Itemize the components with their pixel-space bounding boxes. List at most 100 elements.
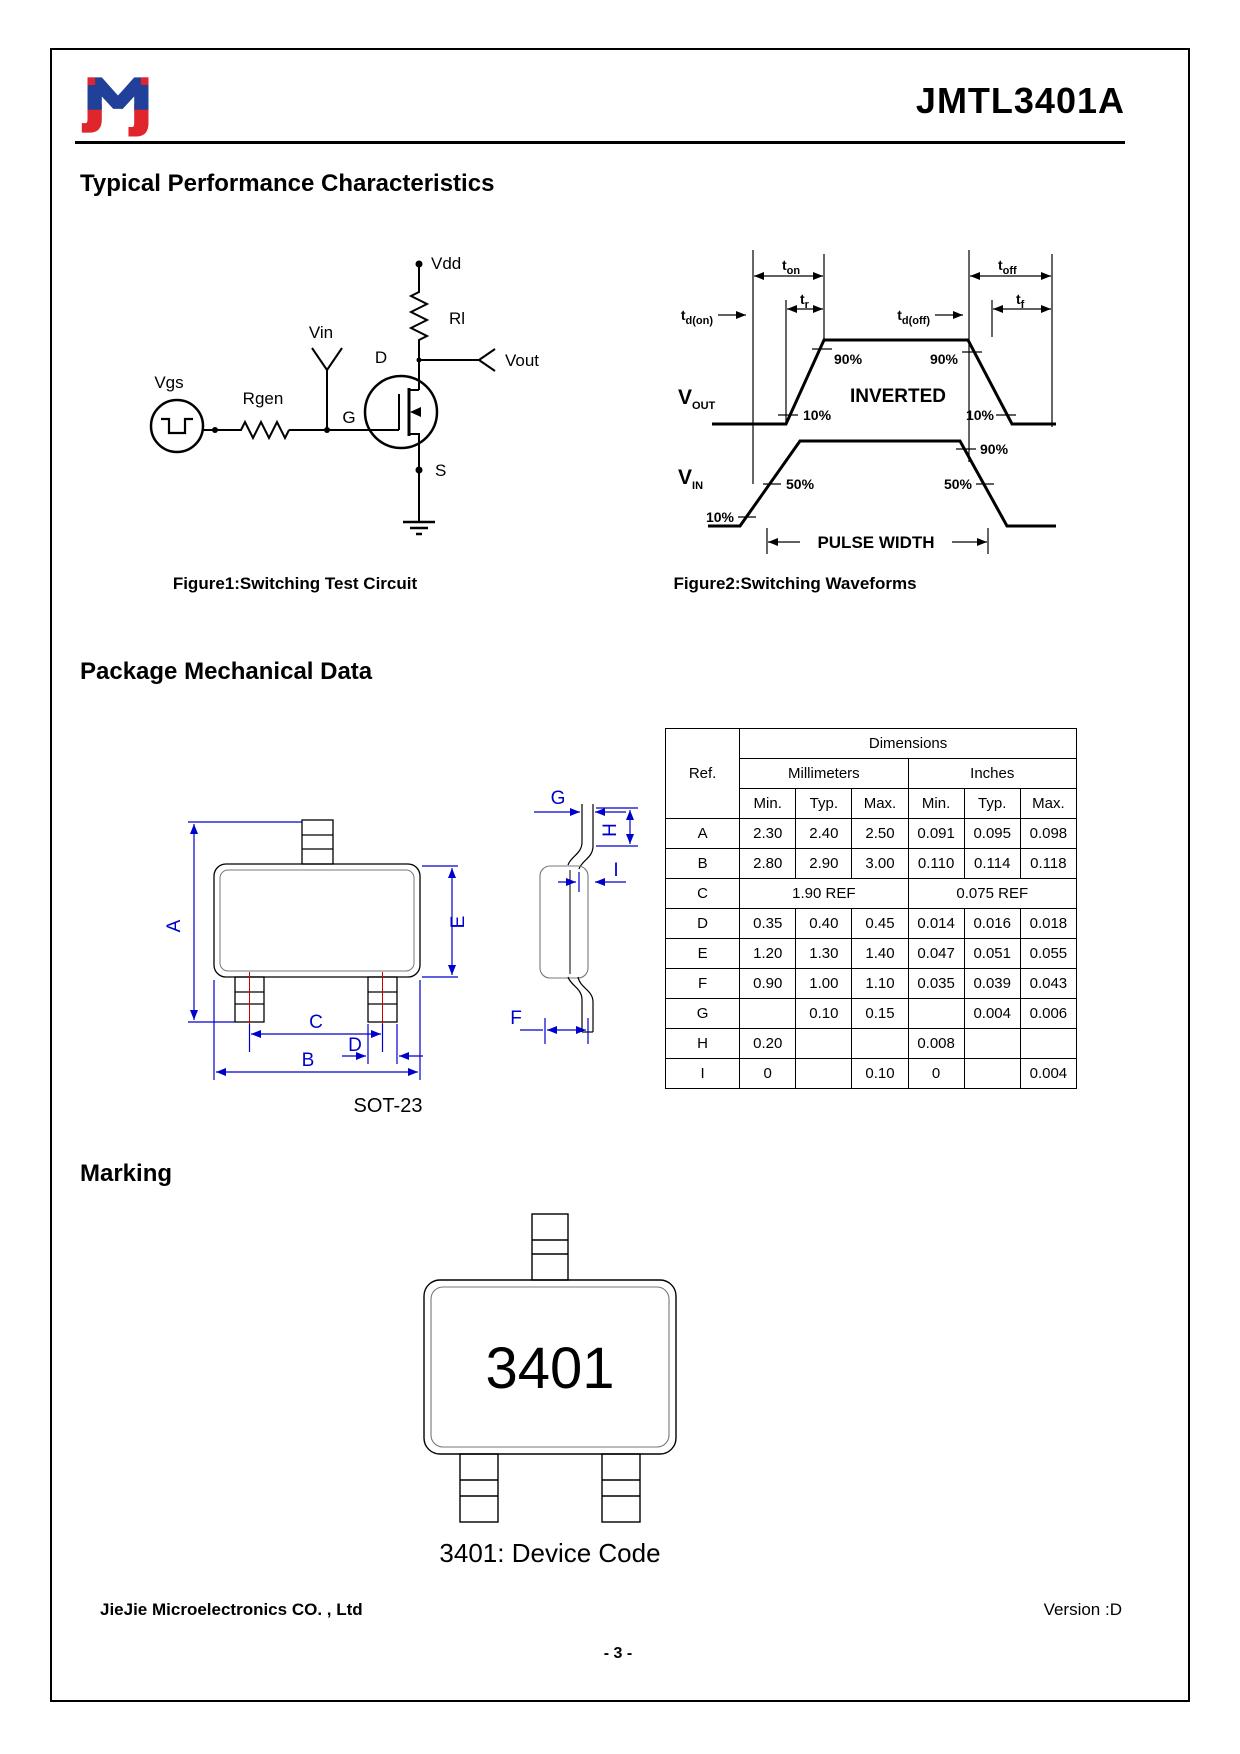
- dim-cell: 0.098: [1019, 818, 1078, 849]
- switching-test-circuit-figure: Vdd Rl Vout D G S Vin Vgs Rgen: [149, 254, 539, 536]
- dim-cell: 0.018: [1019, 908, 1078, 939]
- waveform-traces: [708, 338, 1056, 528]
- dim-cell: I: [664, 1058, 741, 1089]
- dim-cell: 0.004: [1019, 1058, 1078, 1089]
- logo-left-j: [81, 104, 102, 133]
- marking-caption: 3401: Device Code: [439, 1538, 661, 1568]
- dim-cell: 0.014: [907, 908, 965, 939]
- dim-cell: 0.047: [907, 938, 965, 969]
- dim-cell: 0.008: [907, 1028, 965, 1059]
- dim-cell: F: [664, 968, 741, 999]
- footer-version: Version :D: [1043, 1600, 1122, 1619]
- vgs-label: Vgs: [154, 373, 183, 392]
- circuit-wires: [149, 267, 496, 536]
- col-header: Min.: [739, 788, 797, 819]
- footer-company: JieJie Microelectronics CO. , Ltd: [100, 1600, 363, 1619]
- dim-cell: [739, 998, 797, 1029]
- page-title: JMTL3401A: [915, 80, 1125, 121]
- logo-right-j: [128, 104, 149, 137]
- section-package: Package Mechanical Data: [80, 658, 373, 685]
- ref-header-cell: Ref.: [664, 728, 741, 819]
- dim-cell: B: [664, 848, 741, 879]
- dim-cell: 0.114: [963, 848, 1021, 879]
- dim-cell: 0.10: [851, 1058, 909, 1089]
- col-header: Typ.: [963, 788, 1021, 819]
- footer-page-number: - 3 -: [603, 1645, 633, 1662]
- col-header: Max.: [1019, 788, 1078, 819]
- dim-cell: E: [664, 938, 741, 969]
- vout-90-fall: 90%: [930, 351, 959, 367]
- header-rule: [75, 141, 1125, 144]
- vout-trace: [712, 338, 1056, 426]
- dim-cell: 0.110: [907, 848, 965, 879]
- dim-cell: 1.90 REF: [739, 878, 909, 909]
- circuit-labels: Vdd Rl Vout D G S Vin Vgs Rgen: [154, 254, 539, 480]
- dim-cell: 0.15: [851, 998, 909, 1029]
- tr-label: tr: [800, 291, 810, 311]
- marking-drawing: 3401: [423, 1213, 677, 1523]
- dim-I-label: I: [613, 860, 618, 881]
- dim-cell: 0: [907, 1058, 965, 1089]
- side-view-dimensions: [520, 807, 638, 1044]
- dim-cell: 0.091: [907, 818, 965, 849]
- vout-10-rise: 10%: [803, 407, 832, 423]
- dim-A-label: A: [164, 919, 185, 932]
- dim-cell: 0.10: [795, 998, 853, 1029]
- pulse-source-symbol: [149, 398, 205, 454]
- figure1-caption: Figure1:Switching Test Circuit: [172, 574, 418, 593]
- logo-cap-left: [87, 77, 96, 86]
- dim-cell: A: [664, 818, 741, 849]
- dim-H-label: H: [600, 823, 621, 837]
- pulse-width-label: PULSE WIDTH: [817, 533, 934, 552]
- dim-cell: 2.50: [851, 818, 909, 849]
- dim-cell: [795, 1028, 853, 1059]
- dim-cell: 1.20: [739, 938, 797, 969]
- col-header: Typ.: [795, 788, 853, 819]
- waveform-reference-lines: [718, 250, 1053, 554]
- tf-label: tf: [1016, 291, 1025, 311]
- vin-trace: [708, 439, 1056, 528]
- dim-cell: 2.40: [795, 818, 853, 849]
- dim-cell: 1.30: [795, 938, 853, 969]
- col-header: Max.: [851, 788, 909, 819]
- dim-cell: 0.45: [851, 908, 909, 939]
- td-on-label: td(on): [681, 307, 713, 327]
- dim-cell: 0.075 REF: [907, 878, 1078, 909]
- dim-cell: 0.20: [739, 1028, 797, 1059]
- dim-cell: 0.006: [1019, 998, 1078, 1029]
- dim-cell: 0.051: [963, 938, 1021, 969]
- dim-cell: 1.00: [795, 968, 853, 999]
- dim-cell: 0: [739, 1058, 797, 1089]
- in-header-cell: Inches: [907, 758, 1078, 789]
- vin-label: Vin: [309, 323, 333, 342]
- vout-axis-label: VOUT: [678, 386, 716, 412]
- section-performance: Typical Performance Characteristics: [80, 170, 495, 197]
- dim-cell: 0.90: [739, 968, 797, 999]
- vin-50-fall: 50%: [944, 476, 973, 492]
- jiejie-logo: [81, 77, 149, 137]
- dim-cell: 1.40: [851, 938, 909, 969]
- dim-cell: D: [664, 908, 741, 939]
- dim-cell: [851, 1028, 909, 1059]
- mosfet-body: [363, 374, 439, 450]
- vout-90-rise: 90%: [834, 351, 863, 367]
- dim-cell: 0.016: [963, 908, 1021, 939]
- dim-C-label: C: [309, 1012, 323, 1033]
- dim-cell: [907, 998, 965, 1029]
- inverted-label: INVERTED: [850, 386, 946, 407]
- dim-G-label: G: [551, 788, 566, 809]
- waveform-labels: td(on) ton tr td(off) toff tf VOUT VIN I…: [678, 257, 1025, 552]
- vout-label: Vout: [505, 351, 539, 370]
- toff-label: toff: [998, 257, 1017, 277]
- rgen-label: Rgen: [243, 389, 284, 408]
- vin-10: 10%: [706, 509, 735, 525]
- gate-label: G: [342, 408, 355, 427]
- page-border: [50, 48, 1190, 1702]
